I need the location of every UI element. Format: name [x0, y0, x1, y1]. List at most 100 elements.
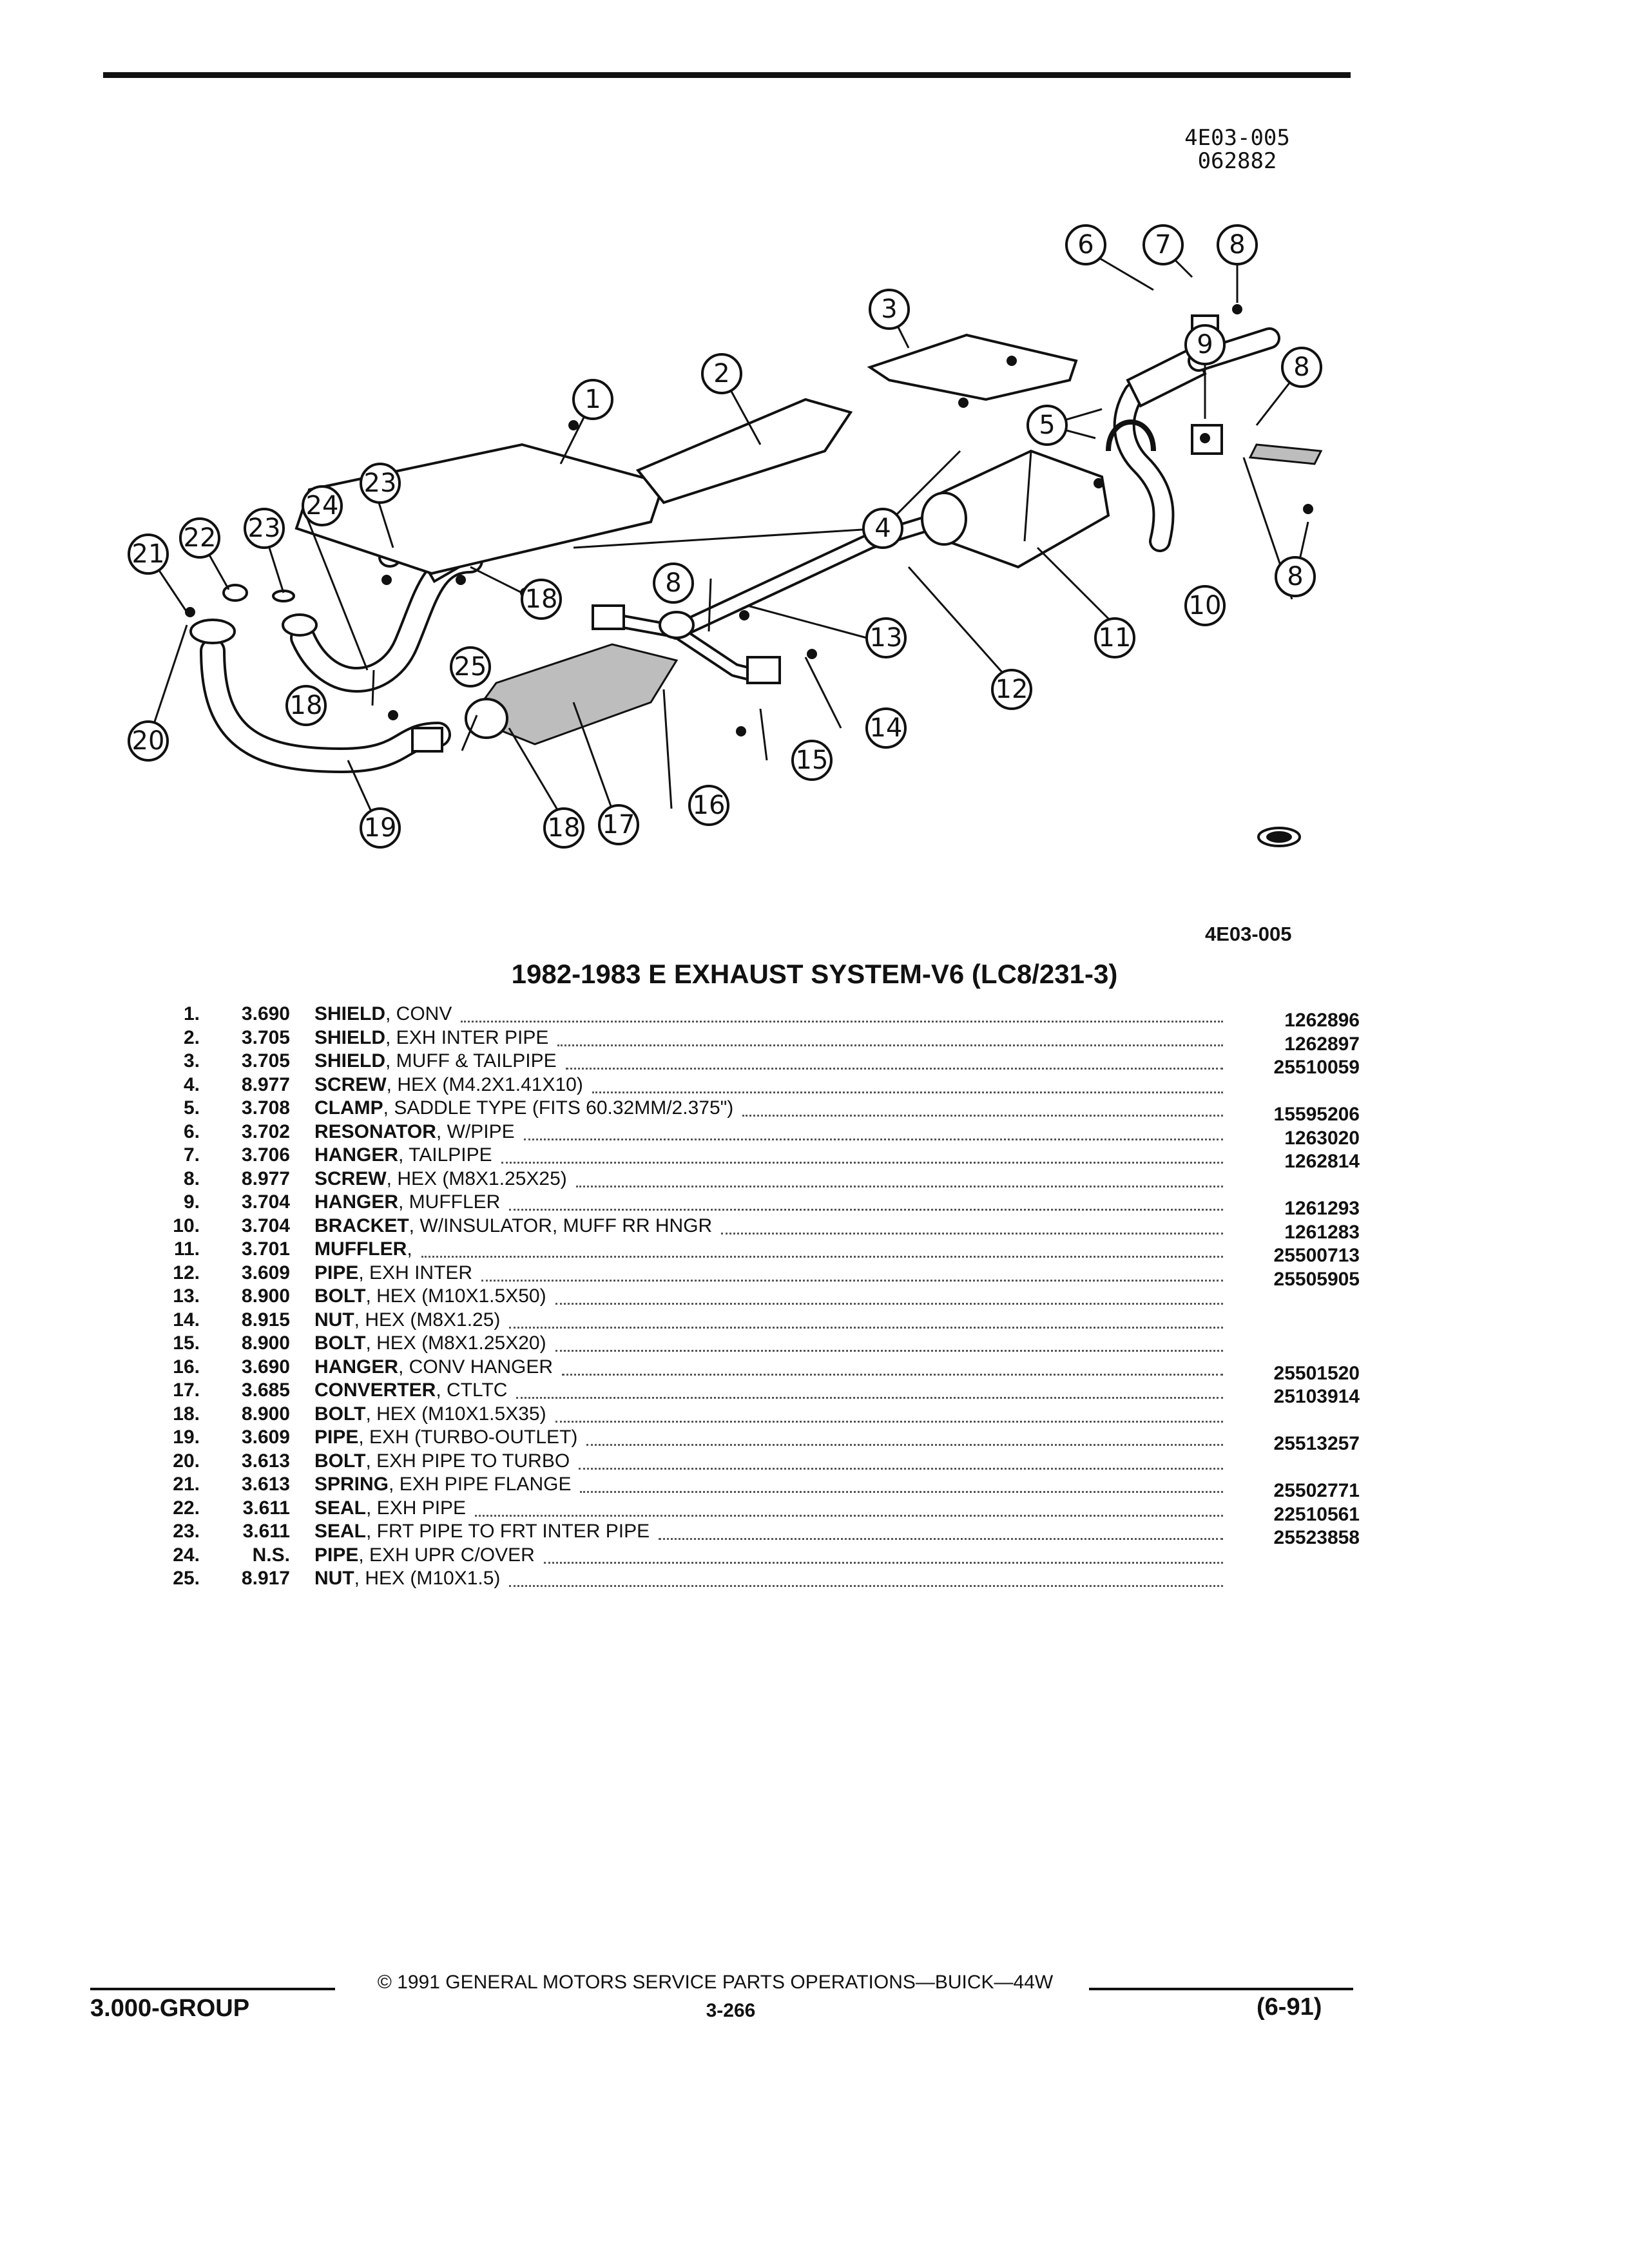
leader-dots — [421, 1233, 1223, 1258]
part-description: RESONATOR, W/PIPE — [314, 1120, 515, 1144]
callout-12: 12 — [991, 669, 1032, 710]
callout-17: 17 — [598, 804, 639, 845]
copyright-text: © 1991 GENERAL MOTORS SERVICE PARTS OPER… — [377, 1972, 1054, 1993]
part-name: HANGER — [314, 1191, 399, 1213]
leader-dots — [509, 1562, 1223, 1587]
svg-text:10: 10 — [1189, 591, 1222, 620]
callout-9: 9 — [1184, 324, 1226, 365]
leader-dots — [461, 997, 1223, 1023]
part-detail: , EXH PIPE TO TURBO — [365, 1450, 570, 1472]
callout-7: 7 — [1142, 224, 1184, 265]
part-name: BOLT — [314, 1285, 366, 1307]
muffler-tailpipe-shield — [867, 333, 1078, 401]
part-detail: , MUFF & TAILPIPE — [385, 1050, 557, 1072]
part-detail: , CONV HANGER — [398, 1356, 554, 1378]
callout-5: 5 — [1027, 405, 1068, 446]
svg-text:3: 3 — [881, 294, 897, 324]
group-number: 3.708 — [241, 1097, 290, 1119]
part-index: 8. — [183, 1168, 200, 1189]
callout-8a: 8 — [1217, 224, 1258, 265]
part-description: SHIELD, MUFF & TAILPIPE — [314, 1050, 557, 1073]
c-symbol-icon — [1257, 827, 1301, 847]
part-description: NUT, HEX (M10X1.5) — [314, 1567, 500, 1590]
part-detail: , TAILPIPE — [398, 1144, 492, 1166]
group-number: 3.706 — [241, 1144, 290, 1166]
group-number: 3.704 — [241, 1191, 290, 1213]
part-detail: , HEX (M8X1.25) — [354, 1309, 501, 1331]
part-index: 23. — [173, 1521, 200, 1542]
page-title: 1982-1983 E EXHAUST SYSTEM-V6 (LC8/231-3… — [511, 959, 1118, 989]
inter-pipe-flange — [659, 611, 695, 639]
part-number: 22510561 — [1273, 1503, 1360, 1525]
callout-11: 11 — [1094, 617, 1135, 658]
part-number: 1261283 — [1284, 1221, 1360, 1243]
part-detail: , EXH (TURBO-OUTLET) — [358, 1427, 578, 1448]
part-name: PIPE — [314, 1262, 359, 1283]
part-name: BRACKET — [314, 1215, 409, 1236]
part-description: BOLT, HEX (M8X1.25X20) — [314, 1332, 546, 1355]
svg-text:23: 23 — [364, 468, 397, 498]
callout-2: 2 — [701, 353, 742, 394]
group-number: 8.917 — [241, 1568, 290, 1589]
part-index: 20. — [173, 1450, 200, 1472]
leader-dots — [566, 1044, 1223, 1070]
callout-15: 15 — [791, 740, 833, 781]
group-number: 3.690 — [241, 1356, 290, 1378]
part-name: SEAL — [314, 1497, 367, 1519]
part-detail: , CONV — [385, 1003, 452, 1024]
inter-pipe-shield — [635, 398, 853, 505]
parts-row: 15. 8.900 BOLT, HEX (M8X1.25X20) — [148, 1332, 1360, 1356]
part-index: 3. — [183, 1050, 200, 1072]
svg-text:12: 12 — [996, 675, 1028, 704]
callout-8b: 8 — [1281, 347, 1322, 388]
svg-text:15: 15 — [796, 745, 829, 775]
callout-14: 14 — [865, 707, 907, 749]
part-description: PIPE, EXH UPR C/OVER — [314, 1544, 535, 1567]
part-detail: , — [407, 1238, 412, 1260]
group-number: 3.702 — [241, 1120, 290, 1142]
part-name: BOLT — [314, 1450, 366, 1472]
part-detail: , HEX (M10X1.5X50) — [365, 1285, 546, 1307]
group-number: 8.977 — [241, 1073, 290, 1095]
leader-dots — [579, 1445, 1223, 1470]
svg-text:20: 20 — [132, 726, 165, 756]
part-index: 19. — [173, 1427, 200, 1448]
group-number: 3.611 — [242, 1497, 290, 1519]
svg-text:8: 8 — [1229, 230, 1245, 260]
footer-rule-right — [1089, 1988, 1353, 1990]
part-name: SHIELD — [314, 1050, 386, 1072]
svg-text:9: 9 — [1197, 330, 1213, 360]
group-number: 8.977 — [241, 1168, 290, 1189]
leader-dots — [659, 1515, 1223, 1540]
footer-rule-left — [90, 1988, 335, 1990]
part-detail: , CTLTC — [436, 1379, 508, 1401]
part-index: 7. — [183, 1144, 200, 1166]
svg-text:6: 6 — [1077, 230, 1094, 260]
part-description: NUT, HEX (M8X1.25) — [314, 1309, 500, 1332]
callout-8d: 8 — [653, 562, 694, 604]
part-index: 4. — [183, 1073, 200, 1095]
group-number: 8.900 — [241, 1332, 290, 1354]
svg-text:13: 13 — [870, 623, 903, 653]
header-rule — [103, 72, 1351, 78]
part-detail: , FRT PIPE TO FRT INTER PIPE — [366, 1521, 650, 1542]
leader-dots — [509, 1186, 1223, 1211]
muffler-bracket — [1248, 443, 1323, 465]
part-description: BOLT, EXH PIPE TO TURBO — [314, 1450, 570, 1473]
saddle-clamp — [1106, 419, 1156, 452]
leader-dots — [509, 1303, 1223, 1329]
group-label: 3.000-GROUP — [90, 1995, 250, 2022]
part-description: SEAL, EXH PIPE — [314, 1497, 466, 1520]
hanger-pad — [746, 656, 781, 684]
part-index: 15. — [173, 1332, 200, 1354]
